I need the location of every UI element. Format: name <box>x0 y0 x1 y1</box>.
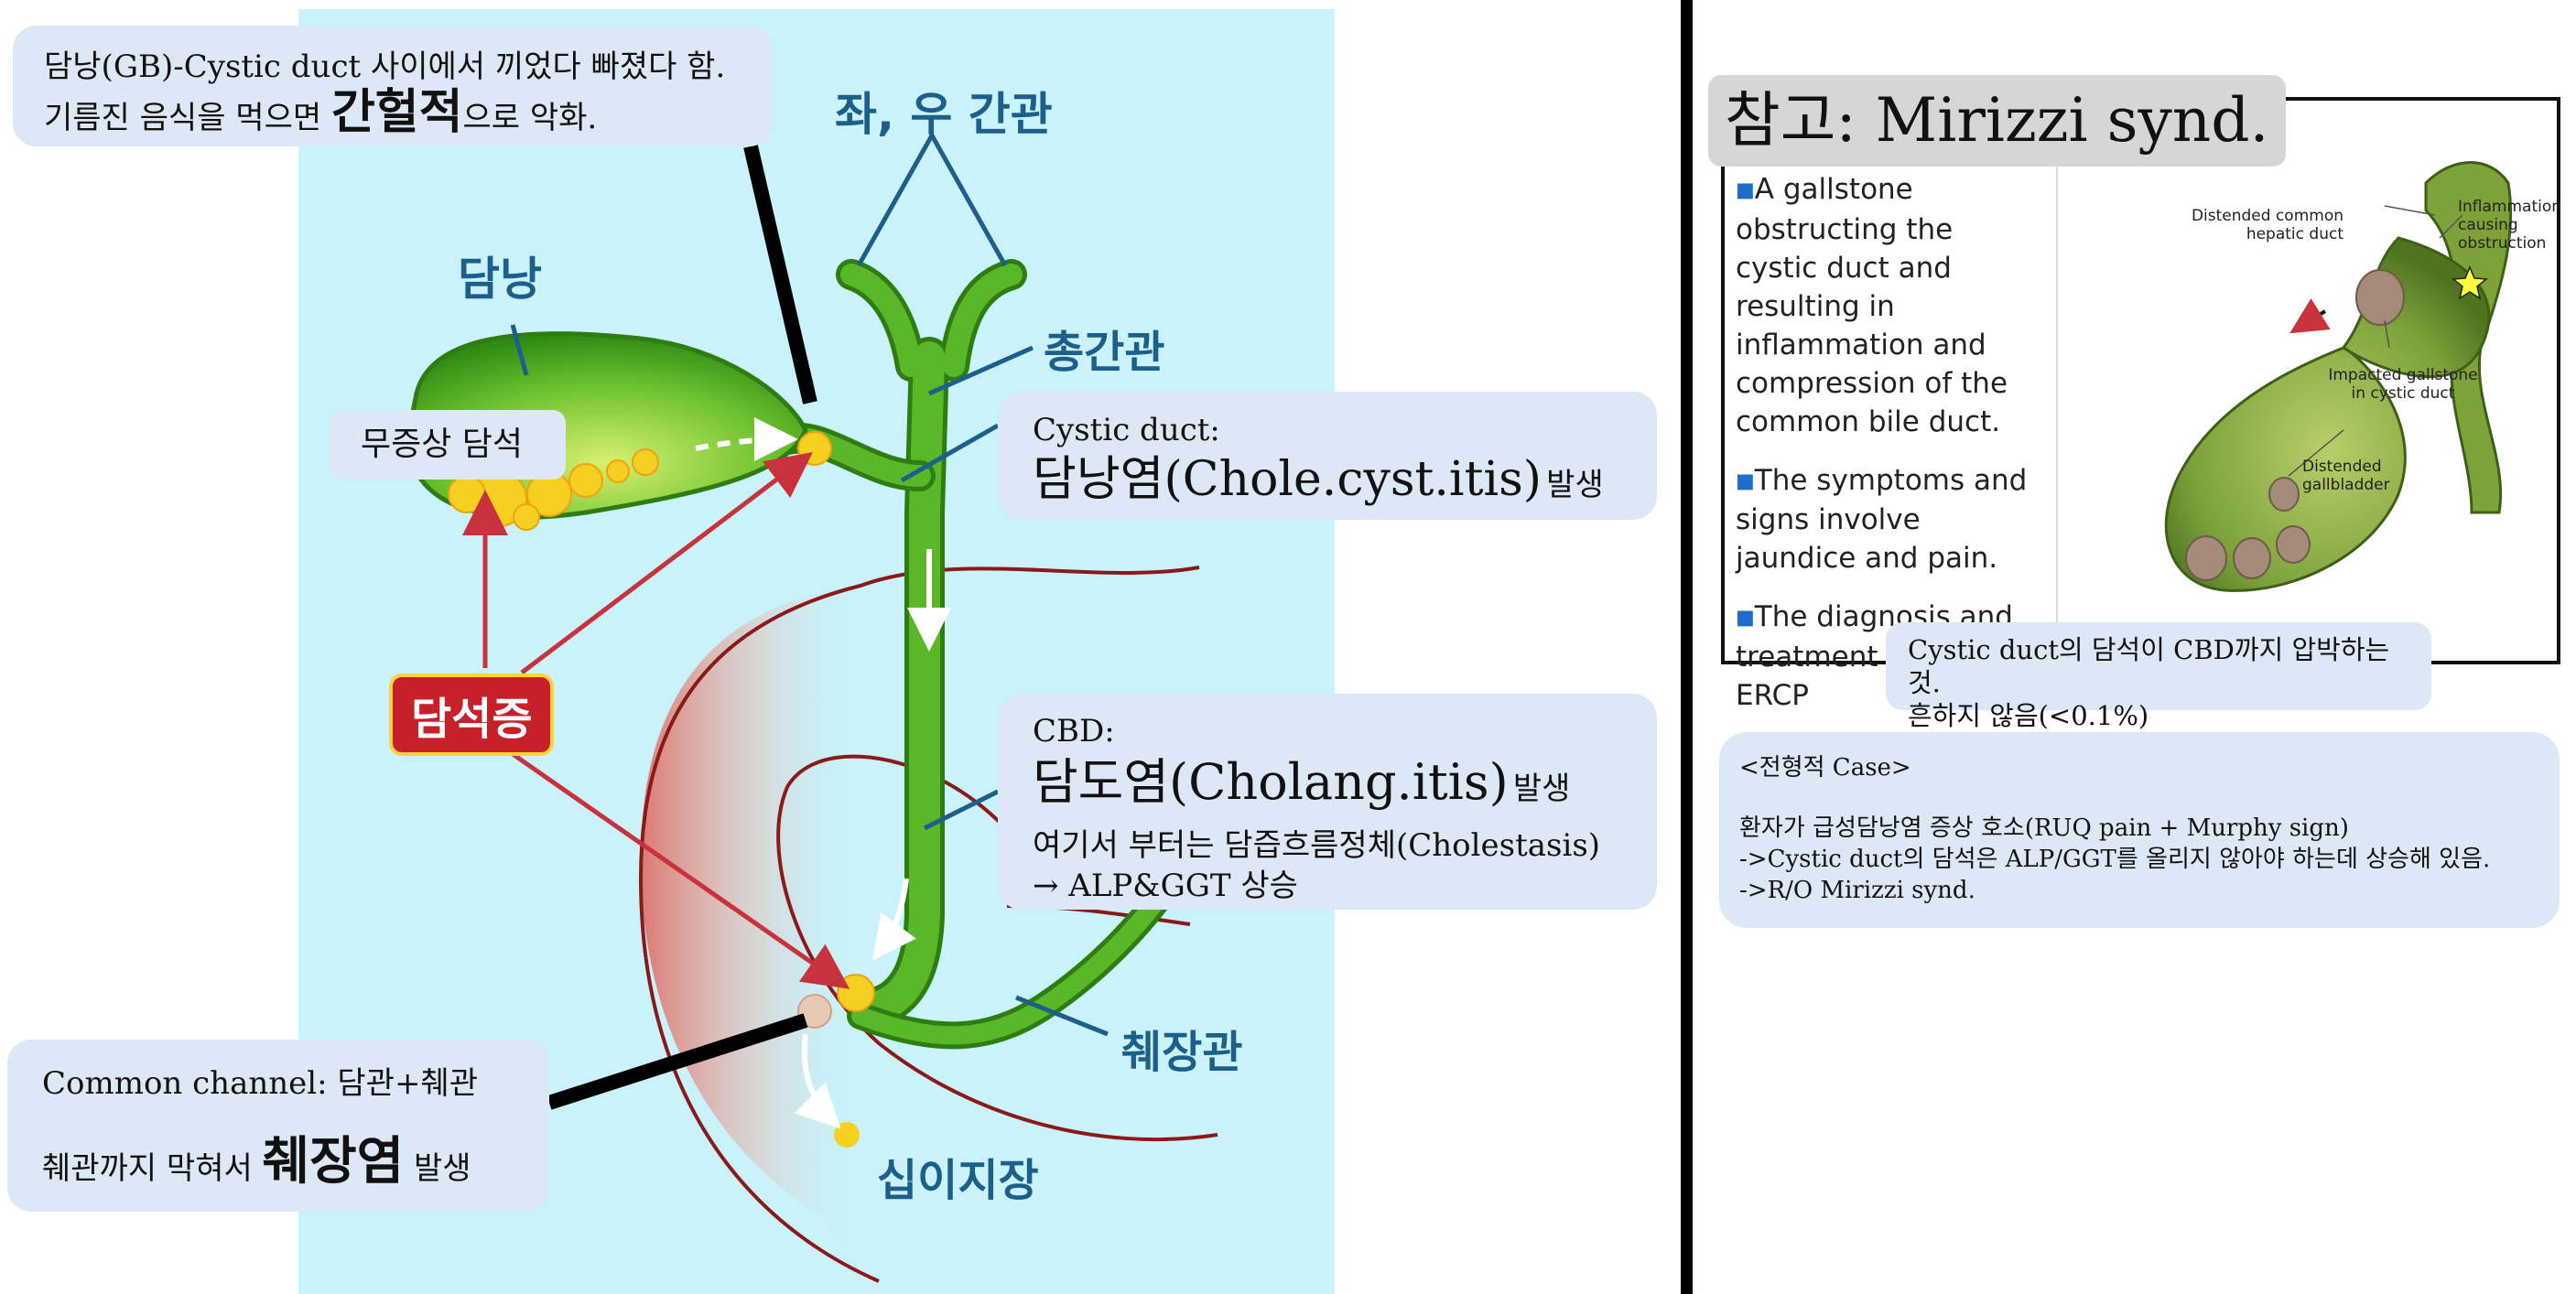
fig-label-inflammation: Inflammation causing obstruction <box>2458 198 2562 253</box>
fig-label-impacted-gallstone: Impacted gallstone in cystic duct <box>2328 366 2478 403</box>
case-heading: <전형적 Case> <box>1739 754 1911 782</box>
cbd-stone <box>837 974 875 1012</box>
slide-divider <box>2056 128 2058 622</box>
mirizzi-illustration <box>2164 161 2513 592</box>
callout-common-channel-suffix: 발생 <box>404 1150 471 1187</box>
bullet-1: A gallstone obstructing the cystic duct … <box>1736 173 2008 438</box>
callout-gb-cystic-line1: 담낭(GB)-Cystic duct 사이에서 끼었다 빠졌다 함. <box>44 49 726 85</box>
label-pancreatic-duct: 췌장관 <box>1121 1027 1243 1078</box>
passed-stone <box>834 1122 860 1148</box>
label-duodenum: 십이지장 <box>877 1155 1039 1206</box>
duodenum-shading <box>641 586 860 1281</box>
case-line3: ->R/O Mirizzi synd. <box>1739 877 1975 904</box>
label-cholelithiasis: 담석증 <box>389 674 555 756</box>
callout-cbd-title: CBD: <box>1033 713 1115 749</box>
label-common-hepatic-duct: 총간관 <box>1044 327 1165 378</box>
callout-gb-cystic: 담낭(GB)-Cystic duct 사이에서 끼었다 빠졌다 함. 기름진 음… <box>13 26 773 146</box>
callout-gb-cystic-line2-suffix: 으로 악화. <box>462 100 598 136</box>
mirizzi-note: Cystic duct의 담석이 CBD까지 압박하는 것. 흔하지 않음(<0… <box>1886 622 2431 731</box>
mirizzi-note-line2: 흔하지 않음(<0.1%) <box>1908 700 2149 731</box>
bullet-2: The symptoms and signs involve jaundice … <box>1736 463 2028 576</box>
callout-cbd: CBD: 담도염(Cholang.itis) 발생 여기서 부터는 담즙흐름정체… <box>998 694 1657 910</box>
callout-cholangitis: 담도염(Cholang.itis) <box>1033 753 1509 811</box>
label-left-right-hepatic-ducts: 좌, 우 간관 <box>835 88 1053 141</box>
callout-gb-cystic-line2-prefix: 기름진 음식을 먹으면 <box>44 100 331 136</box>
star-marker <box>2452 265 2488 300</box>
callout-cholecystitis: 담낭염(Chole.cyst.itis) <box>1033 452 1542 507</box>
fig-label-distended-gallbladder: Distended gallbladder <box>2302 458 2390 494</box>
callout-cystic-duct-title: Cystic duct: <box>1033 412 1220 448</box>
case-line2: ->Cystic duct의 담석은 ALP/GGT를 올리지 않아야 하는데 … <box>1739 846 2491 873</box>
callout-gb-cystic-emphasis: 간헐적 <box>330 84 463 140</box>
callout-common-channel: Common channel: 담관+췌관 췌관까지 막혀서 췌장염 발생 <box>7 1040 549 1212</box>
label-gallbladder: 담낭 <box>458 253 542 306</box>
callout-cbd-suffix: 발생 <box>1512 771 1571 807</box>
callout-common-channel-line1: Common channel: 담관+췌관 <box>42 1065 479 1102</box>
fig-label-distended-hepatic: Distended common hepatic duct <box>2191 207 2343 243</box>
callout-cystic-duct: Cystic duct: 담낭염(Chole.cyst.itis) 발생 <box>998 392 1657 520</box>
callout-asymptomatic-text: 무증상 담석 <box>361 426 524 463</box>
callout-cystic-duct-suffix: 발생 <box>1546 467 1604 503</box>
panel-divider <box>1681 0 1693 1294</box>
case-line1: 환자가 급성담낭염 증상 호소(RUQ pain + Murphy sign) <box>1739 814 2349 842</box>
reference-bullets: ■A gallstone obstructing the cystic duct… <box>1736 173 2028 712</box>
callout-asymptomatic: 무증상 담석 <box>330 410 566 480</box>
callout-cbd-cholestasis: 여기서 부터는 담즙흐름정체(Cholestasis) <box>1033 827 1601 864</box>
mirizzi-note-line1: Cystic duct의 담석이 CBD까지 압박하는 것. <box>1908 634 2390 698</box>
duodenum-outer-wall <box>638 566 1200 1283</box>
ampulla-stone <box>797 994 832 1029</box>
callout-common-channel-prefix: 췌관까지 막혀서 <box>42 1150 263 1187</box>
callout-pancreatitis: 췌장염 <box>262 1131 405 1192</box>
reference-title: 참고: Mirizzi synd. <box>1708 75 2286 167</box>
typical-case-box: <전형적 Case> 환자가 급성담낭염 증상 호소(RUQ pain + Mu… <box>1719 732 2560 928</box>
callout-cbd-alp-ggt: → ALP&GGT 상승 <box>1033 868 1298 904</box>
